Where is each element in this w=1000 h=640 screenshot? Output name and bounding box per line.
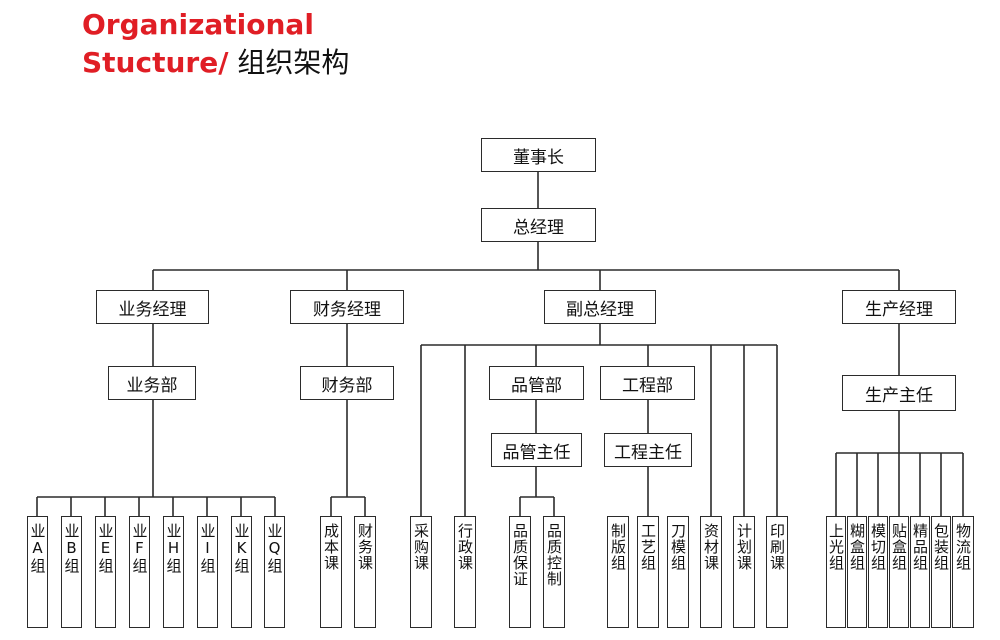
leaf-label: 品质保证 [511,523,529,587]
leaf-label: 业Q组 [265,523,284,574]
leaf-sales-a: 业A组 [27,516,48,628]
node-engineering-supervisor: 工程主任 [604,433,692,467]
leaf-label: 业E组 [96,523,115,574]
leaf-logistics: 物流组 [952,516,974,628]
leaf-sales-e: 业E组 [95,516,116,628]
leaf-label: 业I组 [198,523,217,574]
leaf-box-pasting: 贴盒组 [889,516,909,628]
title-cn: 组织架构 [228,46,350,79]
leaf-label: 上光组 [827,523,845,571]
title-en-1: Organizational [82,8,314,41]
leaf-die-cutting: 模切组 [868,516,888,628]
leaf-premium: 精品组 [910,516,930,628]
node-qc-dept: 品管部 [489,366,584,400]
leaf-label: 成本课 [322,523,340,571]
title-line-1: Organizational [82,8,314,42]
leaf-materials: 资材课 [700,516,722,628]
leaf-box-gluing: 糊盒组 [847,516,867,628]
node-finance-dept: 财务部 [300,366,394,400]
leaf-label: 采购课 [412,523,430,571]
title-en-2: Stucture/ [82,46,229,79]
leaf-label: 品质控制 [545,523,563,587]
leaf-label: 贴盒组 [890,523,908,571]
leaf-label: 业K组 [232,523,251,574]
leaf-label: 业A组 [28,523,47,574]
leaf-sales-h: 业H组 [163,516,184,628]
leaf-quality-assurance: 品质保证 [509,516,531,628]
node-deputy-gm: 副总经理 [544,290,656,324]
leaf-label: 业F组 [130,523,149,574]
leaf-sales-i: 业I组 [197,516,218,628]
leaf-plate-making: 制版组 [607,516,629,628]
leaf-sales-b: 业B组 [61,516,82,628]
node-engineering-dept: 工程部 [600,366,695,400]
node-sales-dept: 业务部 [108,366,196,400]
leaf-sales-k: 业K组 [231,516,252,628]
leaf-quality-control: 品质控制 [543,516,565,628]
leaf-label: 精品组 [911,523,929,571]
leaf-label: 财务课 [356,523,374,571]
leaf-label: 印刷课 [768,523,786,571]
leaf-label: 行政课 [456,523,474,571]
leaf-label: 刀模组 [669,523,687,571]
node-production-manager: 生产经理 [842,290,956,324]
leaf-die-cutting-tool: 刀模组 [667,516,689,628]
leaf-label: 业B组 [62,523,81,574]
leaf-label: 物流组 [954,523,972,571]
leaf-label: 计划课 [735,523,753,571]
node-production-supervisor: 生产主任 [842,375,956,411]
leaf-label: 资材课 [702,523,720,571]
leaf-packaging: 包装组 [931,516,951,628]
node-qc-supervisor: 品管主任 [491,433,582,467]
leaf-purchasing: 采购课 [410,516,432,628]
title-line-2: Stucture/ 组织架构 [82,46,349,80]
leaf-label: 模切组 [869,523,887,571]
leaf-planning: 计划课 [733,516,755,628]
leaf-label: 工艺组 [639,523,657,571]
node-finance-manager: 财务经理 [290,290,404,324]
leaf-cost-section: 成本课 [320,516,342,628]
leaf-finance-section: 财务课 [354,516,376,628]
leaf-label: 制版组 [609,523,627,571]
leaf-admin: 行政课 [454,516,476,628]
leaf-label: 包装组 [932,523,950,571]
leaf-process: 工艺组 [637,516,659,628]
leaf-sales-f: 业F组 [129,516,150,628]
leaf-sales-q: 业Q组 [264,516,285,628]
leaf-label: 糊盒组 [848,523,866,571]
node-sales-manager: 业务经理 [96,290,209,324]
node-chairman: 董事长 [481,138,596,172]
leaf-printing: 印刷课 [766,516,788,628]
leaf-label: 业H组 [164,523,183,574]
leaf-glazing: 上光组 [826,516,846,628]
node-general-manager: 总经理 [481,208,596,242]
